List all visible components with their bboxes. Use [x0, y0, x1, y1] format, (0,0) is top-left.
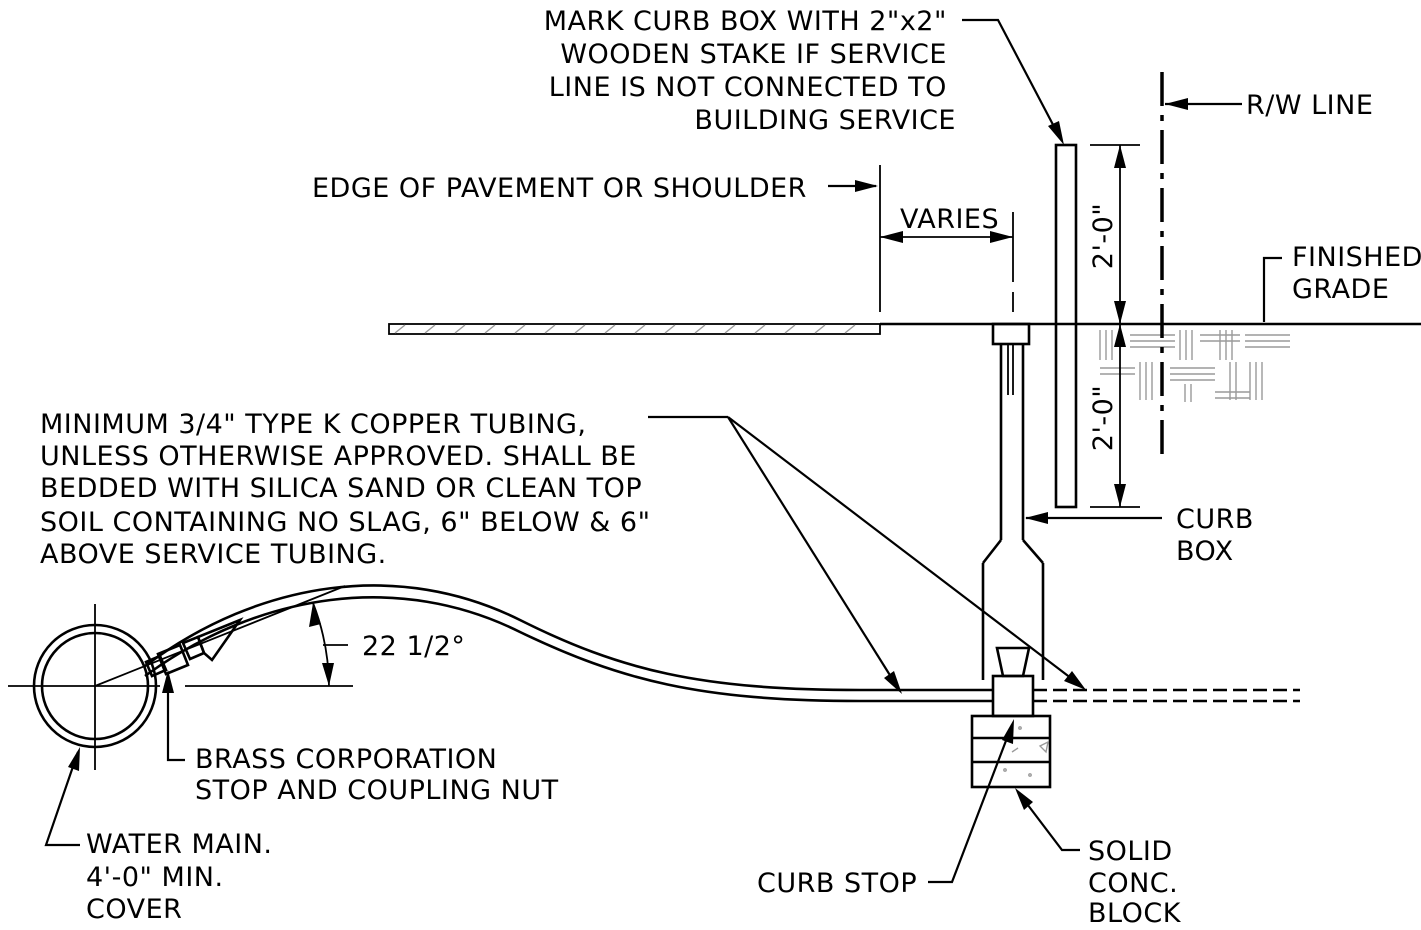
curb-box-leader — [1025, 512, 1162, 524]
mark-curb-box-leader — [962, 18, 1064, 145]
angle-dimension — [185, 602, 353, 687]
future-tubing-dashed — [1033, 688, 1300, 703]
edge-of-pavement-leader — [828, 180, 878, 192]
water-main-pipe — [8, 604, 160, 770]
curb-stop-label: CURB STOP — [757, 868, 917, 899]
curb-box — [981, 322, 1045, 680]
edge-of-pavement-label: EDGE OF PAVEMENT OR SHOULDER — [312, 173, 807, 204]
rw-line-leader — [1165, 98, 1242, 110]
solid-block-leader — [1015, 788, 1080, 852]
soil-hatch — [1099, 330, 1290, 402]
rw-line-label: R/W LINE — [1246, 90, 1373, 121]
corporation-stop — [94, 585, 346, 687]
tubing-note: MINIMUM 3/4" TYPE K COPPER TUBING, UNLES… — [40, 409, 660, 570]
finished-grade-label: FINISHED GRADE — [1292, 242, 1421, 305]
mark-curb-box-note: MARK CURB BOX WITH 2"x2" WOODEN STAKE IF… — [544, 6, 956, 136]
brass-corporation-label: BRASS CORPORATION STOP AND COUPLING NUT — [195, 744, 559, 806]
water-main-leader — [44, 747, 80, 847]
finished-grade-leader — [1262, 256, 1282, 322]
dim-lower-label: 2'-0" — [1088, 385, 1119, 451]
curb-stop-leader — [928, 719, 1014, 884]
dim-upper-label: 2'-0" — [1088, 203, 1119, 269]
pavement-slab — [388, 323, 881, 335]
curb-box-label: CURB BOX — [1176, 504, 1263, 567]
varies-label: VARIES — [900, 204, 999, 235]
copper-service-tubing — [144, 584, 993, 703]
brass-corporation-leader — [162, 670, 185, 762]
water-main-label: WATER MAIN. 4'-0" MIN. COVER — [86, 829, 282, 925]
tubing-note-leaders — [648, 415, 1086, 694]
curb-stop-valve — [991, 646, 1035, 718]
angle-label: 22 1/2° — [362, 631, 465, 662]
solid-concrete-block — [970, 714, 1052, 789]
vertical-dimensions — [1090, 144, 1140, 508]
varies-dimension — [880, 212, 1014, 312]
solid-block-label: SOLID CONC. BLOCK — [1088, 836, 1187, 929]
wooden-stake — [1054, 143, 1078, 509]
